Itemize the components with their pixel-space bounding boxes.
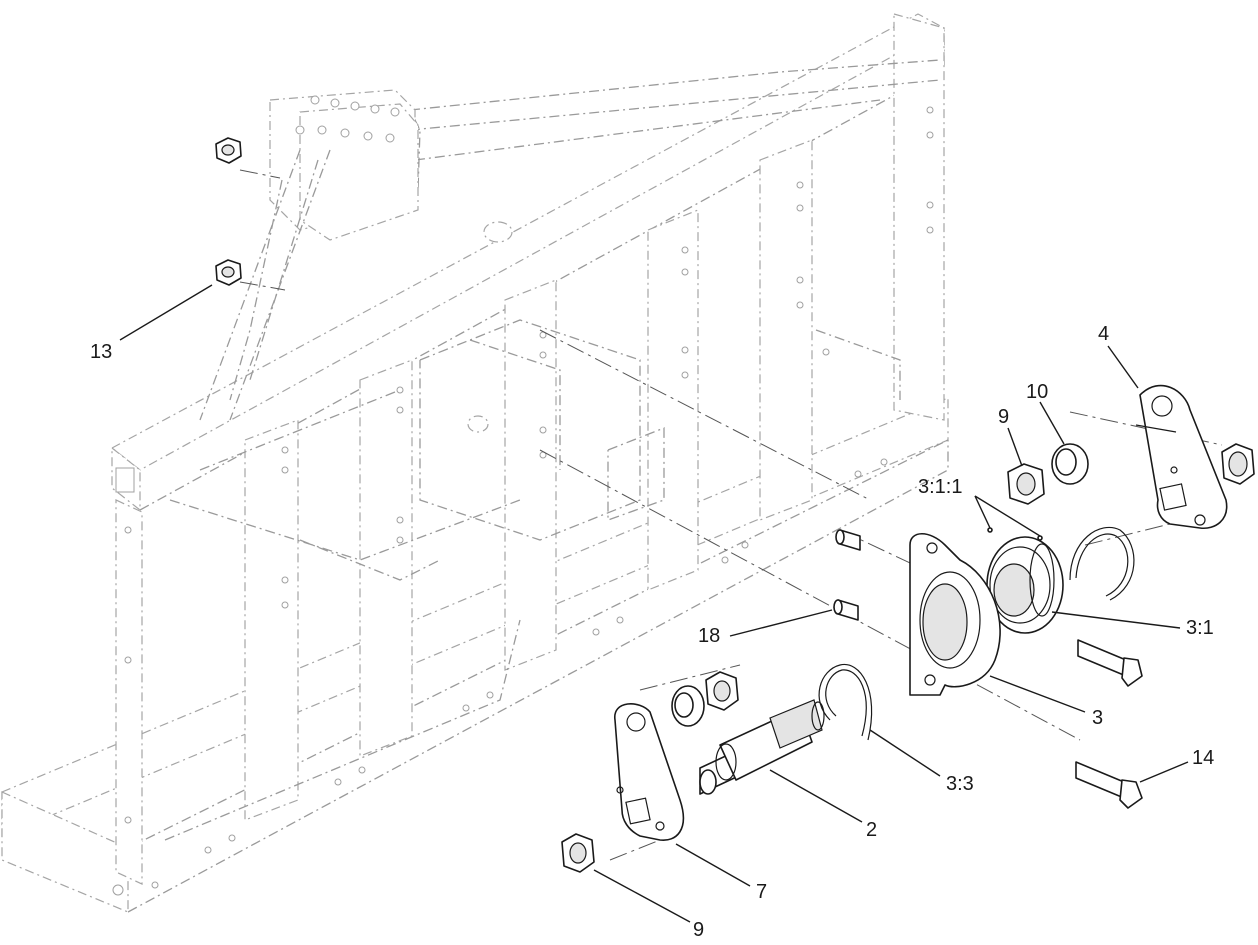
bearing-3-1 [986, 536, 1064, 634]
snap-ring-3-3 [818, 663, 873, 741]
hex-nut-9-upper [1007, 463, 1045, 505]
roll-pin-18-upper [835, 529, 861, 551]
phantom-frame [1, 13, 949, 913]
callout-3: 3 [1092, 707, 1103, 729]
callout-7: 7 [756, 881, 767, 903]
callout-9-upper: 9 [998, 406, 1009, 428]
hex-nut-lower-right [705, 671, 739, 711]
leader-lines [119, 284, 1189, 923]
hex-nut-4 [1221, 443, 1255, 485]
bolt-14-lower [1075, 761, 1143, 809]
spacer-lower [671, 685, 705, 727]
arm-plate-4 [1135, 384, 1228, 529]
hex-nut-13-upper [215, 137, 242, 164]
callout-10: 10 [1026, 381, 1048, 403]
callout-2: 2 [866, 819, 877, 841]
callout-18: 18 [698, 625, 720, 647]
hex-nut-9-lower [561, 833, 595, 873]
callout-3-1: 3:1 [1186, 617, 1214, 639]
arm-plate-7 [614, 703, 685, 841]
spacer-10 [1051, 443, 1089, 485]
bearing-housing-3 [909, 532, 1001, 696]
roll-pin-18-lower [833, 599, 859, 621]
callout-14: 14 [1192, 747, 1214, 769]
shaft-2 [699, 699, 825, 795]
callout-3-3: 3:3 [946, 773, 974, 795]
bolt-14-upper [1077, 639, 1143, 687]
callout-9-lower: 9 [693, 919, 704, 941]
snap-ring-upper [1069, 526, 1135, 601]
callout-labels: 13 4 10 9 3:1:1 3:1 18 3 3:3 14 2 7 9 [90, 323, 1214, 941]
callout-13: 13 [90, 341, 112, 363]
callout-3-1-1: 3:1:1 [918, 476, 962, 498]
hex-nut-13-lower [215, 259, 242, 286]
callout-4: 4 [1098, 323, 1109, 345]
